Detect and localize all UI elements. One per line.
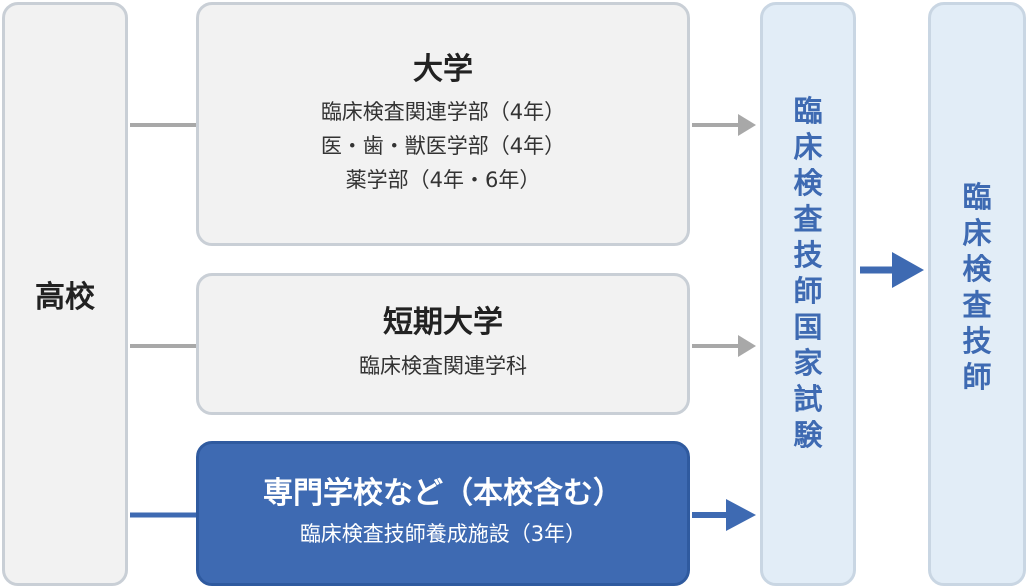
national-exam-box-char-4: 技 <box>793 238 823 272</box>
university-title: 大学 <box>413 51 473 87</box>
national-exam-box-char-6: 国 <box>793 310 823 344</box>
national-exam-box-char-5: 師 <box>793 274 823 308</box>
technician-box-char-5: 師 <box>962 360 992 394</box>
national-exam-box-char-7: 家 <box>793 346 823 380</box>
national-exam-box-char-9: 験 <box>793 418 823 452</box>
university-box: 大学 臨床検査関連学部（4年） 医・歯・獣医学部（4年） 薬学部（4年・6年） <box>196 2 690 246</box>
technician-box: 臨床検査技師 <box>928 2 1026 586</box>
arrow-vocational-exam <box>692 499 756 531</box>
high-school-box: 高校 <box>2 2 128 586</box>
national-exam-box-char-3: 査 <box>793 202 823 236</box>
junior-college-title: 短期大学 <box>383 305 503 341</box>
technician-box-char-1: 床 <box>962 216 992 250</box>
university-line-3: 薬学部（4年・6年） <box>345 167 541 192</box>
technician-box-char-2: 検 <box>962 252 992 286</box>
vocational-school-box: 専門学校など（本校含む） 臨床検査技師養成施設（3年） <box>196 441 690 586</box>
national-exam-box: 臨床検査技師国家試験 <box>760 2 856 586</box>
vocational-school-title: 専門学校など（本校含む） <box>263 475 623 511</box>
arrow-junior-exam <box>692 335 756 357</box>
national-exam-box-char-0: 臨 <box>793 94 823 128</box>
university-line-2: 医・歯・獣医学部（4年） <box>320 133 566 158</box>
technician-box-char-3: 査 <box>962 288 992 322</box>
technician-box-char-0: 臨 <box>962 180 992 214</box>
junior-college-line-1: 臨床検査関連学科 <box>359 353 527 378</box>
national-exam-box-char-8: 試 <box>793 382 823 416</box>
national-exam-box-char-2: 検 <box>793 166 823 200</box>
vocational-school-line-1: 臨床検査技師養成施設（3年） <box>299 522 587 547</box>
arrow-exam-technician <box>860 252 924 288</box>
technician-box-char-4: 技 <box>962 324 992 358</box>
junior-college-box: 短期大学 臨床検査関連学科 <box>196 273 690 415</box>
arrow-university-exam <box>692 114 756 136</box>
national-exam-box-char-1: 床 <box>793 130 823 164</box>
university-line-1: 臨床検査関連学部（4年） <box>320 100 566 125</box>
high-school-label: 高校 <box>35 280 95 315</box>
